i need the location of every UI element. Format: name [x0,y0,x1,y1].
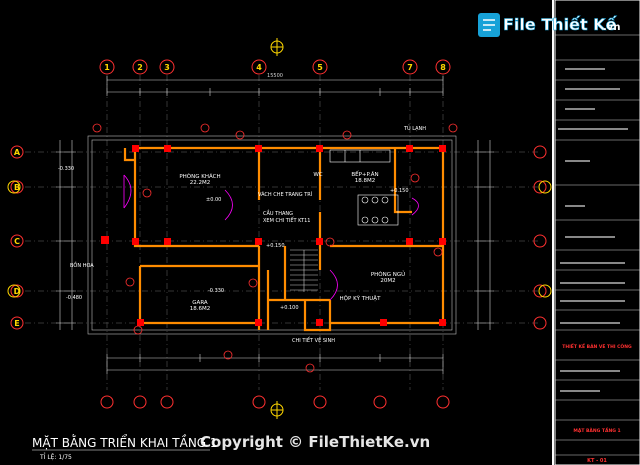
room-living-area: 22.2M2 [190,180,211,186]
grid-row-label: B [14,183,20,192]
level-living: ±0.00 [206,197,221,203]
label-partition: VÁCH CHE TRANG TRÍ [258,191,313,198]
level-stair: +0.150 [266,243,285,249]
outer-outline [87,135,457,335]
grid-column-label: 3 [164,63,170,72]
copyright-watermark: Copyright © FileThietKe.vn [200,433,430,451]
logo-domain: .vn [603,22,620,33]
grid-column-label: 2 [137,63,143,72]
grid-column-label: 7 [407,63,413,72]
title-block-sheet-number: KT - 01 [587,458,607,464]
label-fridge: TỦ LẠNH [403,124,426,132]
room-kitchen-name: BẾP+P.ĂN [351,170,378,178]
title-block: THIẾT KẾ BẢN VẼ THI CÔNG MẶT BẰNG TẦNG 1… [552,0,640,465]
annotations: TỦ LẠNH VÁCH CHE TRANG TRÍ CẦU THANG XEM… [58,124,426,344]
grid-lines [25,75,540,390]
grid-row-label: E [14,319,19,328]
title-block-project-title: THIẾT KẾ BẢN VẼ THI CÔNG [562,342,632,350]
room-labels: PHÒNG KHÁCH 22.2M2 BẾP+P.ĂN 18.8M2 PHÒNG… [179,170,405,312]
room-bedroom-area: 20M2 [380,278,395,284]
grid-column-label: 5 [317,63,323,72]
label-flower-bed: BỒN HOA [70,260,94,269]
grid-row-label: A [14,148,21,157]
section-arrows [7,38,552,419]
level-garage: -0.330 [208,288,224,294]
grid-row-label: D [14,287,21,296]
label-wc-detail: CHI TIẾT VỆ SINH [292,336,335,344]
room-garage-area: 18.6M2 [190,306,211,312]
room-wc-name: WC [313,172,322,178]
grid-column-bubbles: 1 2 3 4 5 7 8 [99,59,451,409]
overall-dimension: 15500 [267,73,283,79]
grid-row-bubbles: A B C D E [10,145,547,330]
level-outside-2: -0.480 [66,295,82,301]
room-bedroom-name: PHÒNG NGỦ [371,270,405,278]
grid-column-label: 8 [440,63,446,72]
logo-text: File Thiết Kế [503,15,618,34]
drawing-title: MẶT BẰNG TRIỂN KHAI TẦNG 1 [32,434,218,450]
level-outside-1: -0.330 [58,166,74,172]
drawing-scale: TỈ LỆ: 1/75 [39,453,72,461]
section-markers [92,123,458,373]
watermark-logo: File Thiết Kế .vn [478,13,620,37]
title-block-sheet-name: MẶT BẰNG TẦNG 1 [573,425,620,434]
walls [123,146,445,332]
columns [101,145,446,326]
label-stair: CẦU THANG [263,209,293,217]
dimension-lines [56,76,494,374]
stair-steps [290,249,318,292]
grid-row-label: C [14,237,20,246]
door-swings [123,174,419,301]
room-living-name: PHÒNG KHÁCH [179,173,220,180]
level-wc: +0.100 [280,305,299,311]
room-tech-name: HỘP KỸ THUẬT [340,295,382,302]
grid-column-label: 4 [256,63,262,72]
room-kitchen-area: 18.8M2 [355,178,376,184]
label-stair-ref: XEM CHI TIẾT KT11 [263,216,310,224]
grid-column-label: 1 [104,63,110,72]
kitchen-fixtures [329,149,399,226]
level-kitchen: +0.150 [390,188,409,194]
room-garage-name: GARA [192,300,208,306]
